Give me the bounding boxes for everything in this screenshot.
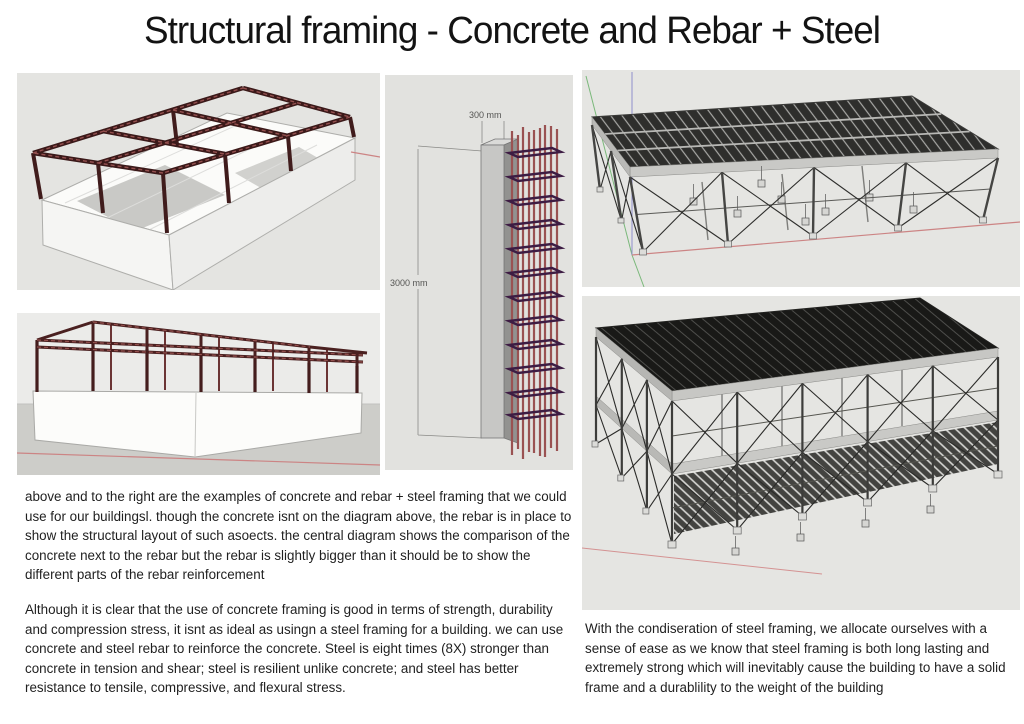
cross-bracing-lower — [595, 404, 999, 545]
hanging-blocks — [731, 505, 935, 556]
panel-steel-frame-double — [582, 296, 1020, 610]
red-axis-line — [350, 151, 380, 158]
panel-concrete-rebar-aerial — [17, 73, 380, 290]
panel-column-comparison: 3000 mm 300 mm — [385, 75, 573, 470]
footings — [596, 186, 987, 256]
page-title: Structural framing - Concrete and Rebar … — [143, 10, 881, 52]
column-comparison-illustration: 3000 mm 300 mm — [385, 75, 573, 470]
steel-frame-single-illustration — [582, 70, 1020, 287]
width-dimension-line — [481, 121, 505, 143]
red-axis-line — [631, 221, 1020, 256]
paragraph-steel-framing: With the condiseration of steel framing,… — [585, 621, 1006, 695]
steel-frame-double-illustration — [582, 296, 1020, 610]
cross-bracing-upper — [595, 336, 999, 475]
steel-columns — [594, 337, 1000, 544]
red-axis-line — [17, 452, 380, 466]
paragraph-concrete-rebar-overview: above and to the right are the examples … — [25, 489, 572, 583]
red-axis-line — [582, 547, 823, 575]
concrete-column — [480, 144, 505, 439]
panel-steel-frame-single — [582, 70, 1020, 287]
cross-bracing — [591, 124, 999, 253]
rebar-ties — [504, 146, 566, 421]
panel-concrete-rebar-side — [17, 313, 380, 475]
height-dimension-label: 3000 mm — [390, 278, 428, 288]
rebar-vertical-bars — [510, 125, 559, 459]
concrete-rebar-aerial-illustration — [17, 73, 380, 290]
steel-columns — [590, 124, 1000, 253]
concrete-rebar-side-illustration — [17, 313, 380, 475]
paragraph-concrete-vs-steel: Although it is clear that the use of con… — [25, 602, 564, 696]
height-dimension-line — [417, 145, 483, 439]
footings — [591, 440, 1003, 549]
width-dimension-label: 300 mm — [469, 110, 502, 120]
